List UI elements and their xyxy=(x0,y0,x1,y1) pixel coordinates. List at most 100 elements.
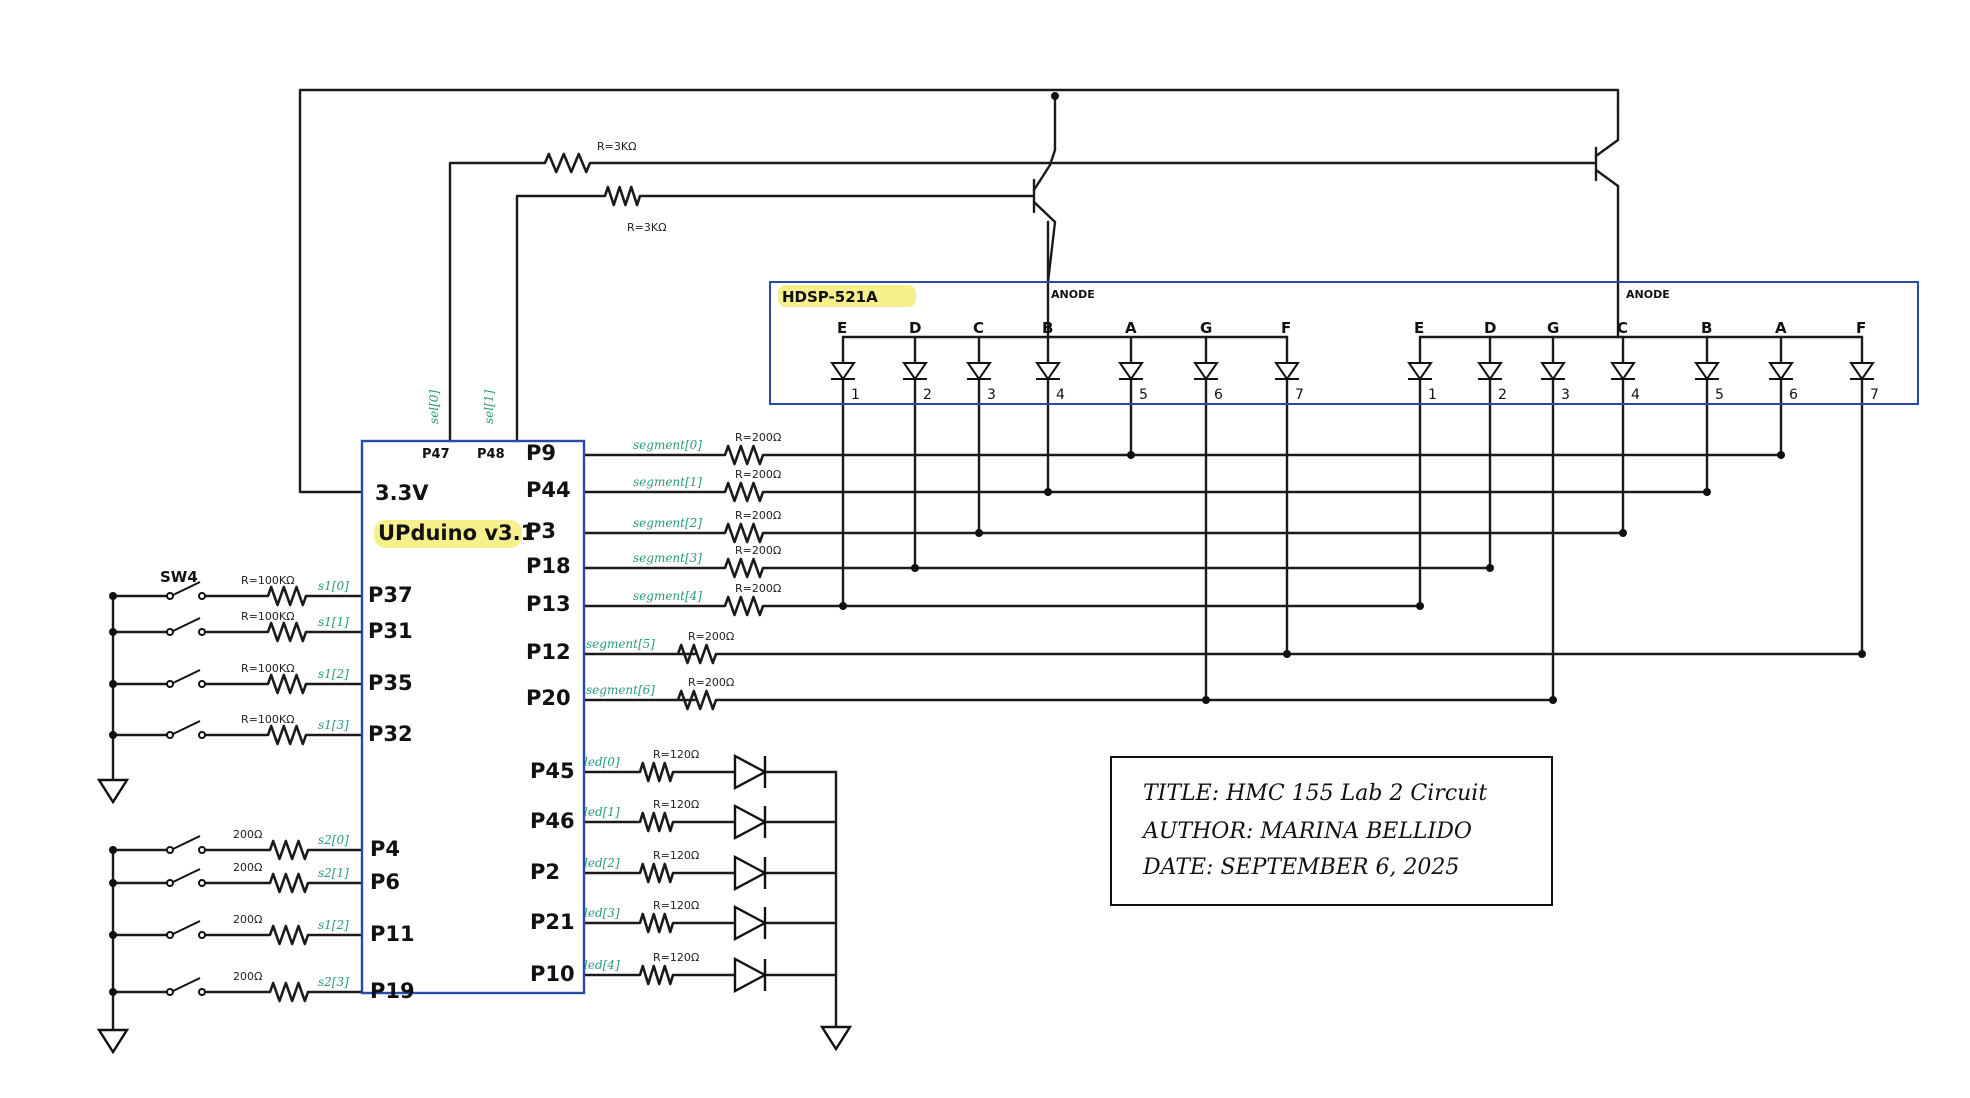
segment-resistor xyxy=(723,444,765,466)
q2-collector xyxy=(1594,138,1620,158)
s2-pin-label: P19 xyxy=(370,979,415,1003)
fpga-pin-label: P13 xyxy=(526,592,571,616)
display-name-highlight xyxy=(778,285,916,307)
junction-dot xyxy=(109,846,117,854)
junction-dot xyxy=(911,564,919,572)
segment-letter-left: A xyxy=(1125,319,1137,337)
led-resistor-value: R=120Ω xyxy=(653,798,699,811)
junction-dot xyxy=(1858,650,1866,658)
sel-net-label: sel[1] xyxy=(482,390,496,424)
pin-number-left: 3 xyxy=(987,387,996,403)
ground-triangle xyxy=(96,778,130,805)
led-triangle xyxy=(733,754,768,790)
pin-number-right: 3 xyxy=(1561,387,1570,403)
segment-resistor-value: R=200Ω xyxy=(735,468,781,481)
segment-diode-left xyxy=(1274,362,1300,381)
switch-contact xyxy=(166,988,174,996)
display-name-label: HDSP-521A xyxy=(782,288,878,306)
transistor-q1 xyxy=(1032,148,1057,284)
s2-resistor-value: 200Ω xyxy=(233,828,262,841)
led-net-label: led[0] xyxy=(584,755,620,769)
segment-letter-right: F xyxy=(1856,319,1866,337)
title-text: TITLE: HMC 155 Lab 2 Circuit xyxy=(1143,781,1487,806)
segment-diode-left xyxy=(902,362,928,381)
s1-resistor xyxy=(266,724,308,746)
s2-resistor xyxy=(268,924,310,946)
anode-label-right: ANODE xyxy=(1626,288,1670,301)
s1-net-label: s1[3] xyxy=(318,718,349,732)
segment-net-label: segment[6] xyxy=(586,683,655,697)
fpga-pin-label: P9 xyxy=(526,441,556,465)
s2-net-label: s2[1] xyxy=(318,866,349,880)
date-text: DATE: SEPTEMBER 6, 2025 xyxy=(1142,855,1459,880)
diode-triangle xyxy=(830,362,856,381)
pin-number-right: 5 xyxy=(1715,387,1724,403)
segment-net-label: segment[4] xyxy=(633,589,702,603)
vcc-rail xyxy=(298,88,1620,494)
junction-dot xyxy=(1044,488,1052,496)
pin-number-right: 4 xyxy=(1631,387,1640,403)
segment-resistor xyxy=(723,481,765,503)
segment-diode-right xyxy=(1407,362,1433,381)
junction-dot xyxy=(1283,650,1291,658)
s2-resistor xyxy=(268,872,310,894)
led-diode xyxy=(733,855,768,891)
segment-diode-right xyxy=(1610,362,1636,381)
junction-dot xyxy=(109,592,117,600)
switch-contact xyxy=(166,592,174,600)
pin-number-right: 1 xyxy=(1428,387,1437,403)
fpga-pin-label: P3 xyxy=(526,519,556,543)
s2-switch xyxy=(166,868,206,887)
transistor-q2 xyxy=(1594,108,1620,188)
led-net-label: led[2] xyxy=(584,856,620,870)
diode-triangle xyxy=(1193,362,1219,381)
segment-diode-right xyxy=(1477,362,1503,381)
junction-dot xyxy=(1619,529,1627,537)
led-pin-label: P10 xyxy=(530,962,575,986)
q1-collector xyxy=(1032,163,1052,192)
anode-label-left: ANODE xyxy=(1051,288,1095,301)
q1-emitter-lead xyxy=(1046,220,1057,284)
led-pin-label: P45 xyxy=(530,759,575,783)
segment-resistor-value: R=200Ω xyxy=(735,582,781,595)
switch-lever xyxy=(172,977,201,992)
segment-net-label: segment[5] xyxy=(586,637,655,651)
upduino-board-outline xyxy=(360,439,586,995)
sel0-wire xyxy=(448,161,547,443)
segment-diode-left xyxy=(1118,362,1144,381)
s1-pin-label: P31 xyxy=(368,619,413,643)
junction-dot xyxy=(1127,451,1135,459)
s1-resistor xyxy=(266,585,308,607)
switch-lever xyxy=(172,868,201,883)
segment-diode-left xyxy=(966,362,992,381)
s1-switch xyxy=(166,581,206,600)
q2-emitter xyxy=(1594,168,1620,188)
diode-triangle xyxy=(1849,362,1875,381)
segment-diode-right xyxy=(1768,362,1794,381)
diode-triangle xyxy=(1694,362,1720,381)
s2-net-label: s2[0] xyxy=(318,833,349,847)
switch-lever xyxy=(172,669,201,684)
switch-lever xyxy=(172,617,201,632)
junction-dot xyxy=(109,628,117,636)
ground-triangle xyxy=(819,1025,853,1052)
s1-switch xyxy=(166,720,206,739)
led-resistor-value: R=120Ω xyxy=(653,899,699,912)
led-resistor xyxy=(638,811,675,833)
components xyxy=(96,92,1919,1055)
junction-dot xyxy=(1486,564,1494,572)
segment-letter-left: E xyxy=(837,319,847,337)
s2-resistor xyxy=(268,981,310,1003)
board-name-highlight xyxy=(374,520,522,548)
title-block-outline xyxy=(1110,756,1553,906)
switch-label: SW4 xyxy=(160,568,198,586)
switch-contact xyxy=(198,846,206,854)
s2-switch xyxy=(166,835,206,854)
diode-triangle xyxy=(1407,362,1433,381)
s1-pin-label: P37 xyxy=(368,583,413,607)
led-triangle xyxy=(733,855,768,891)
s2-net-label: s1[2] xyxy=(318,918,349,932)
switch-contact xyxy=(166,931,174,939)
segment-net-label: segment[2] xyxy=(633,516,702,530)
segment-letter-right: G xyxy=(1547,319,1559,337)
